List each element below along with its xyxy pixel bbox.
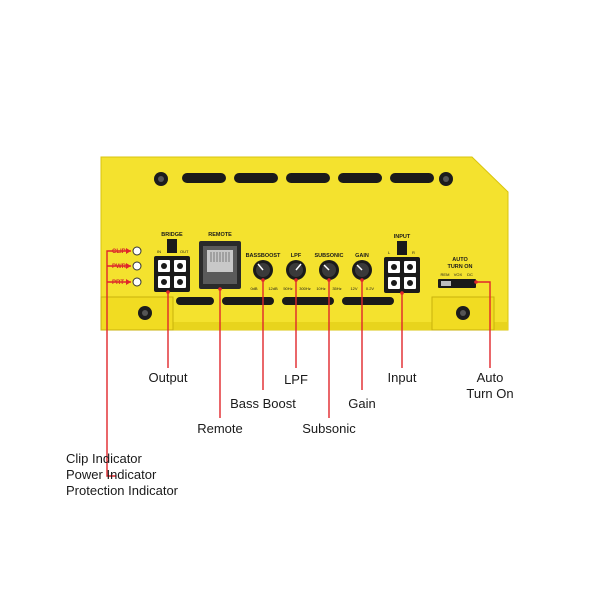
power-indicator-callout: Power Indicator [66,467,157,482]
bridge-in-label: IN [157,249,161,254]
lpf-max: 300Hz [299,286,311,291]
led-indicators: CLIP PWR PRT [112,246,142,287]
lpf-label: LPF [291,253,302,259]
bassboost-min: 0dB [250,286,257,291]
top-vents [182,173,434,183]
clip-led-icon [132,246,142,256]
prt-led-icon [132,277,142,287]
mounting-bracket-left [100,296,174,331]
gain-max: 0.2V [366,286,375,291]
screw-icon [154,172,168,186]
auto-vox: VOX [454,272,463,277]
pwr-led-label: PWR [112,264,127,270]
bridge-label: BRIDGE [161,232,183,238]
auto-callout-line2: Turn On [466,386,514,401]
input-l-label: L [388,250,391,255]
input-terminal: INPUT L R [384,234,420,293]
bridge-out-label: OUT [180,249,189,254]
subsonic-knob: SUBSONIC 10Hz 35Hz [314,253,343,291]
callout-dots [126,248,478,295]
bassboost-label: BASSBOOST [246,253,281,259]
input-callout: Input [387,370,417,385]
remote-port: REMOTE [199,232,241,289]
auto-rem: REM [441,272,450,277]
bass-boost-callout: Bass Boost [230,396,296,411]
input-switch [397,241,407,255]
subsonic-min: 10Hz [316,286,325,291]
gain-callout: Gain [348,396,376,411]
clip-indicator-callout: Clip Indicator [66,451,142,466]
lpf-callout: LPF [284,372,308,387]
subsonic-max: 35Hz [332,286,341,291]
bassboost-knob: BASSBOOST 0dB 12dB [246,253,281,291]
remote-callout: Remote [197,421,243,436]
lpf-knob: LPF 50Hz 300Hz [283,253,310,291]
auto-turn-on-switch: AUTO TURN ON REM VOX DC [438,257,476,288]
auto-label-2: TURN ON [447,264,472,270]
screw-icon [439,172,453,186]
prt-led-label: PRT [112,280,124,286]
auto-label-1: AUTO [452,257,468,263]
input-r-label: R [412,250,415,255]
output-callout: Output [148,370,188,385]
input-label: INPUT [394,234,411,240]
subsonic-label: SUBSONIC [314,253,343,259]
mounting-bracket-right [431,296,495,331]
gain-knob: GAIN 12V 0.2V [350,253,374,291]
gain-min: 12V [350,286,357,291]
auto-dc: DC [467,272,473,277]
auto-turn-on-callout: Auto Turn On [458,370,522,402]
protection-indicator-callout: Protection Indicator [66,483,179,498]
subsonic-callout: Subsonic [302,421,356,436]
remote-label: REMOTE [208,232,232,238]
bottom-vents [176,297,394,305]
pwr-led-icon [132,261,142,271]
indicator-callouts: Clip Indicator Power Indicator Protectio… [66,451,178,499]
lpf-min: 50Hz [283,286,292,291]
callout-lines [106,250,491,477]
output-terminal: BRIDGE IN OUT [154,232,190,292]
clip-led-label: CLIP [112,249,126,255]
gain-label: GAIN [355,253,369,259]
bassboost-max: 12dB [268,286,278,291]
panel-base [101,322,508,330]
auto-callout-line1: Auto [476,370,504,385]
bridge-switch [167,239,177,253]
